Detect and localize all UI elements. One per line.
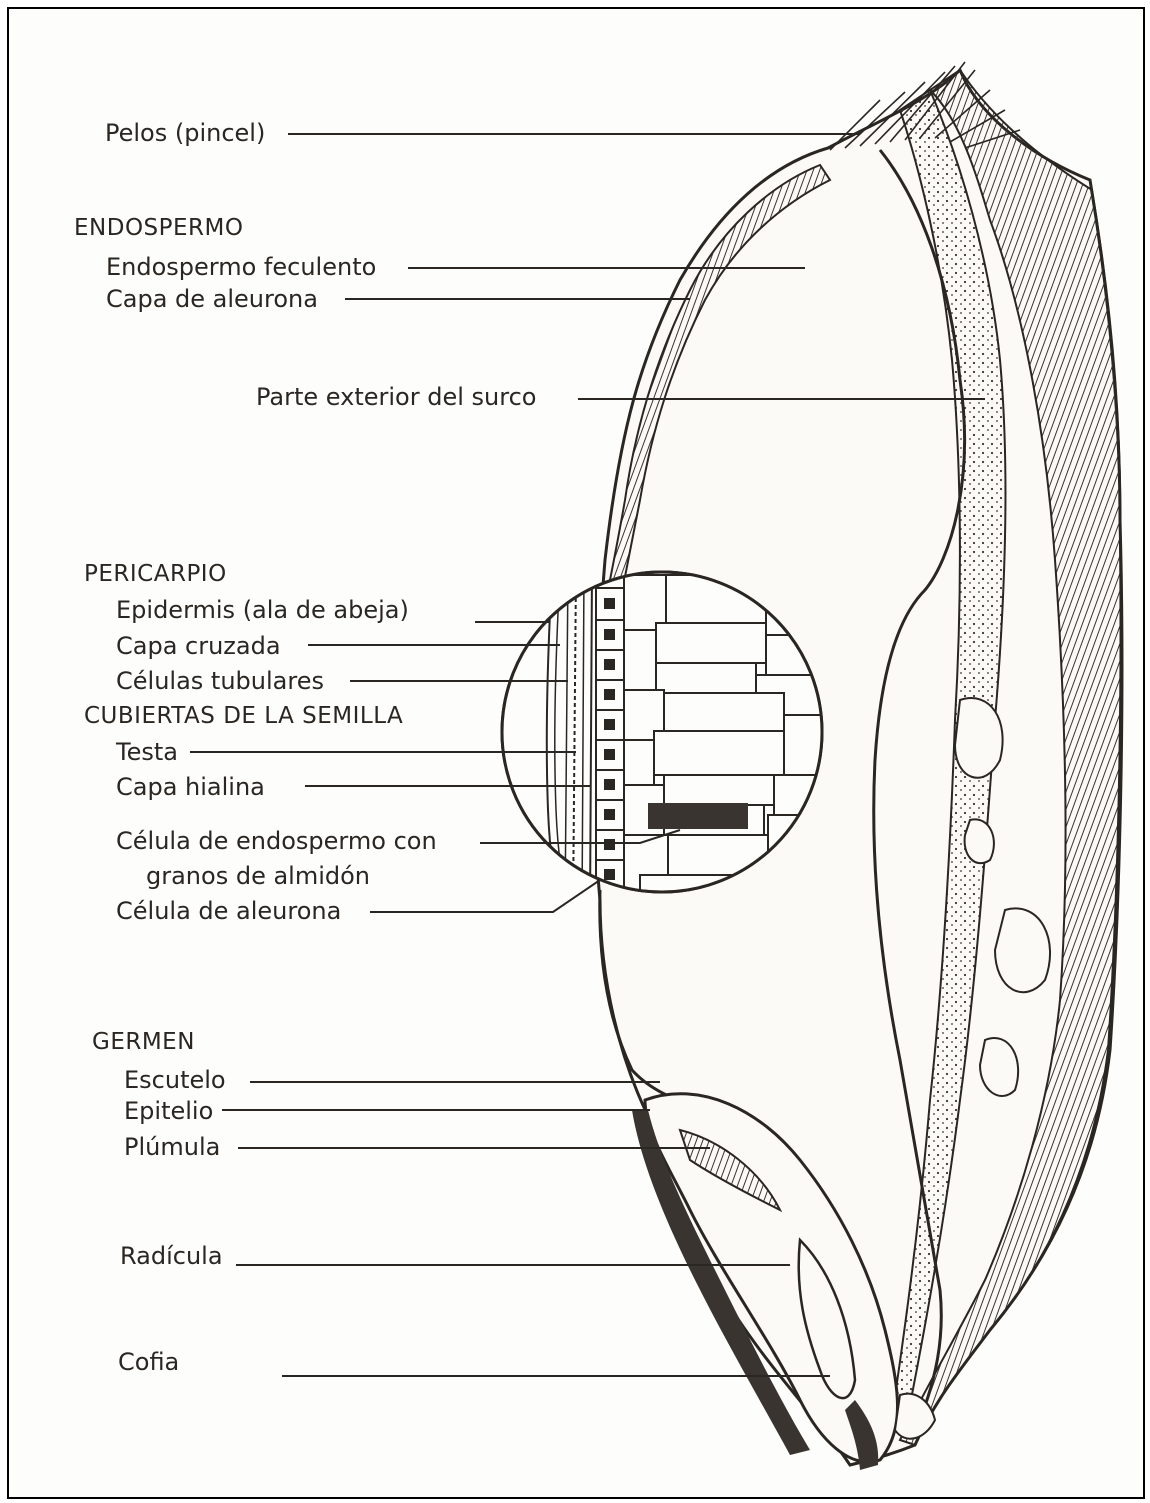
label-celulas-tubulares: Células tubulares [116, 669, 324, 693]
heading-cubiertas-semilla: CUBIERTAS DE LA SEMILLA [84, 705, 403, 728]
label-celula-endospermo-line2: granos de almidón [146, 864, 370, 888]
label-pelos: Pelos (pincel) [105, 121, 265, 145]
label-epitelio: Epitelio [124, 1099, 213, 1123]
label-celula-endospermo-line1: Célula de endospermo con [116, 829, 437, 853]
label-epidermis: Epidermis (ala de abeja) [116, 598, 409, 622]
label-radicula: Radícula [120, 1244, 223, 1268]
label-cofia: Cofia [118, 1350, 179, 1374]
label-capa-cruzada: Capa cruzada [116, 634, 281, 658]
label-capa-aleurona: Capa de aleurona [106, 287, 318, 311]
label-capa-hialina: Capa hialina [116, 775, 265, 799]
label-plumula: Plúmula [124, 1135, 220, 1159]
label-parte-exterior-surco: Parte exterior del surco [256, 385, 536, 409]
heading-endospermo: ENDOSPERMO [74, 217, 243, 240]
label-celula-aleurona: Célula de aleurona [116, 899, 341, 923]
leader-aleurona-celula [370, 880, 600, 912]
heading-germen: GERMEN [92, 1031, 195, 1054]
label-testa: Testa [116, 740, 178, 764]
label-endospermo-feculento: Endospermo feculento [106, 255, 376, 279]
heading-pericarpio: PERICARPIO [84, 563, 227, 586]
label-escutelo: Escutelo [124, 1068, 226, 1092]
